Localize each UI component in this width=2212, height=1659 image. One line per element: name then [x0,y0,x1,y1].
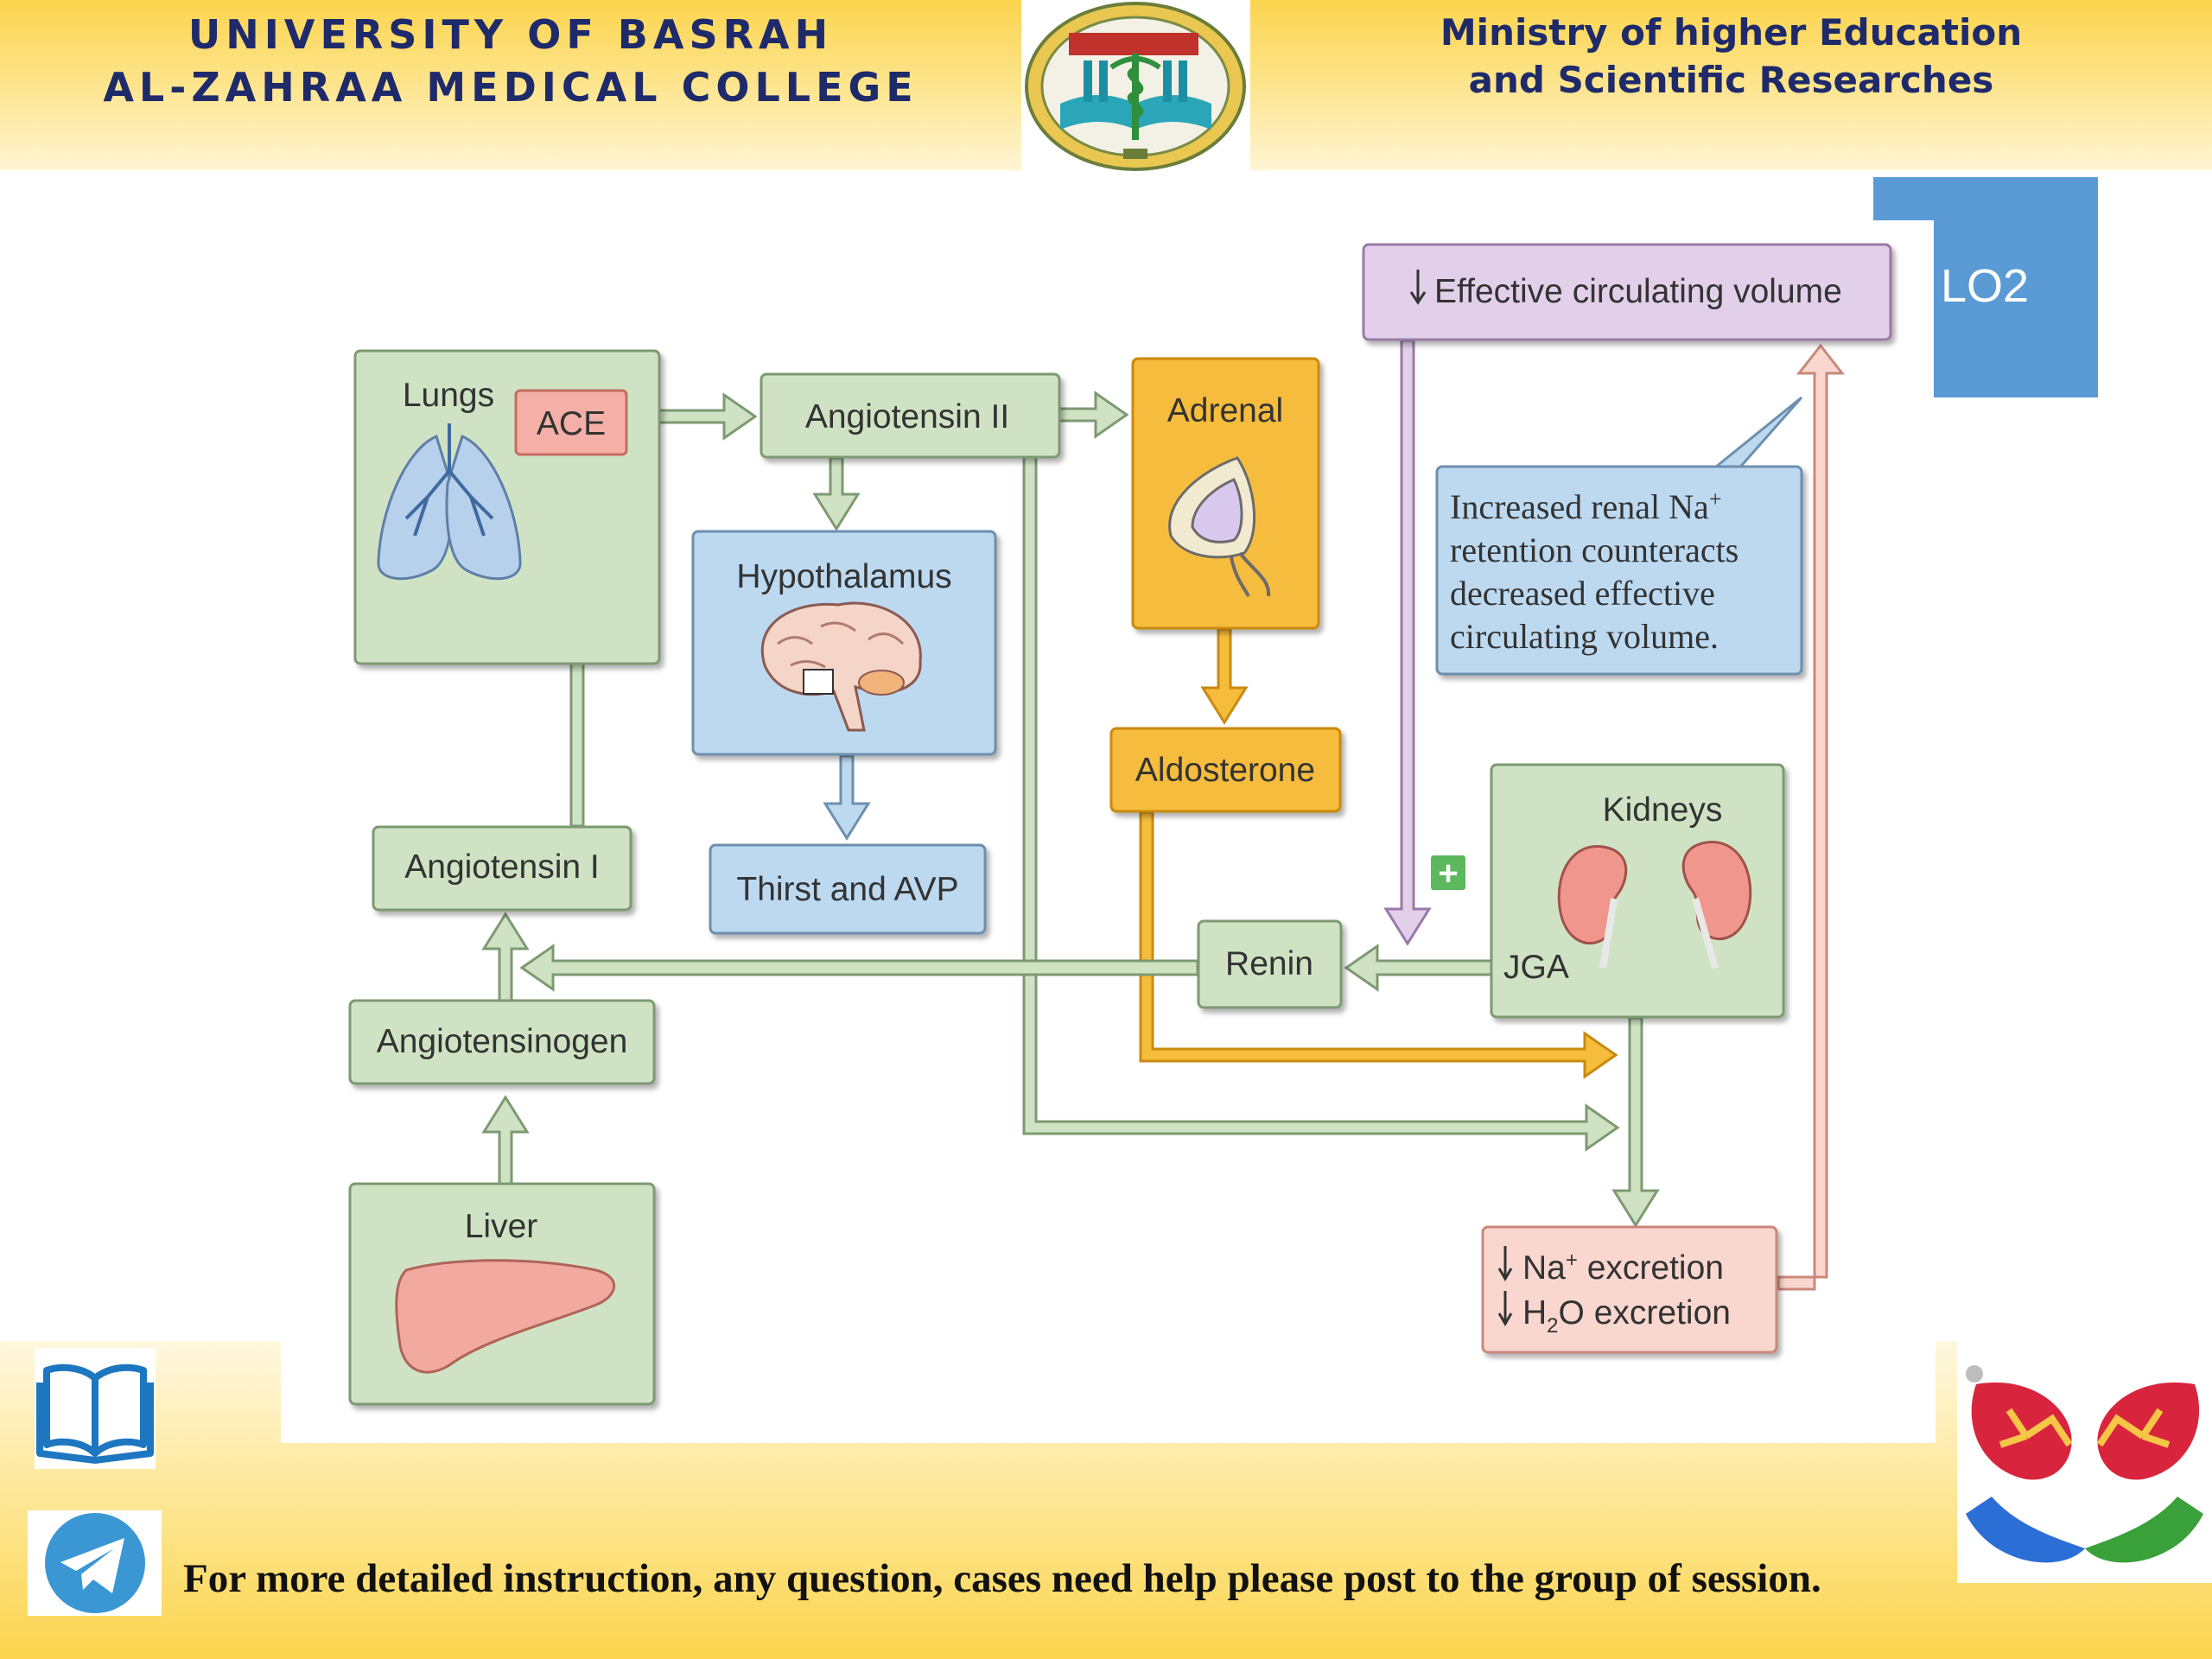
arrow-angiotensin-ii-to-kidney [1022,454,1620,1152]
thirst-avp-label: Thirst and AVP [736,871,958,908]
note-line-4: circulating volume. [1450,617,1719,656]
svg-text:Na+ excretion H2O excret: Na+ excretion H2O excretion [1522,1249,1733,1338]
kidneys-icon [1557,841,1752,969]
renin-node: Renin [1197,919,1343,1009]
aldosterone-label: Aldosterone [1135,752,1315,789]
na-text: Na [1522,1249,1566,1287]
jga-label: JGA [1503,949,1569,986]
note-callout-pointer [1707,396,1803,473]
telegram-icon[interactable] [28,1510,162,1616]
angiotensinogen-label: Angiotensinogen [377,1023,628,1060]
lungs-label: Lungs [403,377,494,414]
header-right-banner [1250,0,2212,170]
hypothalamus-node: Hypothalamus [691,530,997,756]
ministry-line-2: and Scientific Researches [1468,59,1994,101]
na-retention-note: Increased renal Na+ retention counteract… [1435,396,1803,676]
lo2-badge [1934,177,2098,397]
ministry-title: Ministry of higher Education and Scienti… [1250,9,2212,104]
header-left-banner [0,0,1021,170]
liver-node: Liver [348,1182,656,1406]
angiotensin-ii-label: Angiotensin II [805,398,1009,435]
kidney-hands-logo [1957,1341,2212,1583]
footer-instruction: For more detailed instruction, any quest… [183,1556,1821,1601]
kidneys-label: Kidneys [1603,791,1723,829]
arrow-kidney-to-excretion [1611,1016,1660,1228]
adrenal-node: Adrenal [1131,357,1320,630]
arrow-jga-to-renin [1344,944,1493,992]
arrow-adrenal-to-aldosterone [1200,627,1249,725]
renin-label: Renin [1225,945,1313,982]
arrow-angiotensin-ii-to-adrenal [1057,391,1129,439]
h2o-subscript: 2 [1547,1314,1558,1338]
angiotensin-i-node: Angiotensin I [372,825,632,912]
excretion-node: Na+ excretion H2O excretion [1481,1225,1778,1354]
na-superscript: + [1566,1249,1578,1272]
h2o-h-text: H [1522,1294,1547,1332]
thirst-avp-node: Thirst and AVP [709,843,987,935]
down-arrow-icon [1409,270,1427,305]
brain-icon [760,601,922,732]
lo2-badge-tab [1873,177,1934,220]
arrow-volume-to-jga [1383,339,1432,946]
angiotensinogen-node: Angiotensinogen [348,999,656,1085]
effective-volume-node: Effective circulating volume [1362,243,1892,341]
arrow-angiotensinogen-to-angiotensin-i [481,912,530,1002]
na-down-arrow-icon [1497,1246,1513,1281]
hypothalamus-label: Hypothalamus [736,558,951,595]
arrow-hypothalamus-to-thirst [823,754,871,841]
effective-volume-label: Effective circulating volume [1434,273,1842,310]
ace-label: ACE [537,405,606,442]
lo2-badge-label: LO2 [1940,260,2030,312]
note-line-3: decreased effective [1450,574,1715,613]
adrenal-gland-icon [1168,456,1271,597]
liver-icon [395,1259,616,1374]
university-name: UNIVERSITY OF BASRAH [188,11,834,58]
arrow-renin-to-conversion [519,944,1199,992]
arrow-liver-to-angiotensinogen [481,1095,530,1185]
angiotensin-ii-node: Angiotensin II [760,372,1061,459]
college-seal-logo [1021,0,1250,173]
arrow-excretion-to-volume [1777,343,1846,1291]
kidneys-node: Kidneys JGA [1490,763,1785,1019]
note-line-2: retention counteracts [1450,531,1738,569]
note-line-1: Increased renal Na [1450,487,1709,526]
stimulation-plus-icon: + [1431,855,1465,893]
na-excretion-text: excretion [1578,1249,1724,1287]
arrow-aldosterone-to-kidney [1139,810,1618,1079]
svg-text:Increased renal Na+ rete: Increased renal Na+ retention counteract… [1450,475,1747,656]
arrow-angiotensin-ii-to-hypothalamus [812,456,861,531]
h2o-excretion-text: O excretion [1559,1294,1731,1332]
lungs-icon [377,423,522,581]
note-superscript: + [1709,486,1722,512]
ace-node: ACE [514,389,628,456]
ministry-line-1: Ministry of higher Education [1440,11,2023,54]
angiotensin-i-label: Angiotensin I [404,849,600,886]
plus-sign: + [1438,855,1458,893]
h2o-down-arrow-icon [1497,1291,1513,1326]
book-icon [35,1348,156,1469]
university-title: UNIVERSITY OF BASRAH AL-ZAHRAA MEDICAL C… [0,9,1021,114]
aldosterone-node: Aldosterone [1109,727,1342,813]
adrenal-label: Adrenal [1167,392,1283,429]
liver-label: Liver [465,1208,538,1245]
college-name: AL-ZAHRAA MEDICAL COLLEGE [103,64,918,111]
